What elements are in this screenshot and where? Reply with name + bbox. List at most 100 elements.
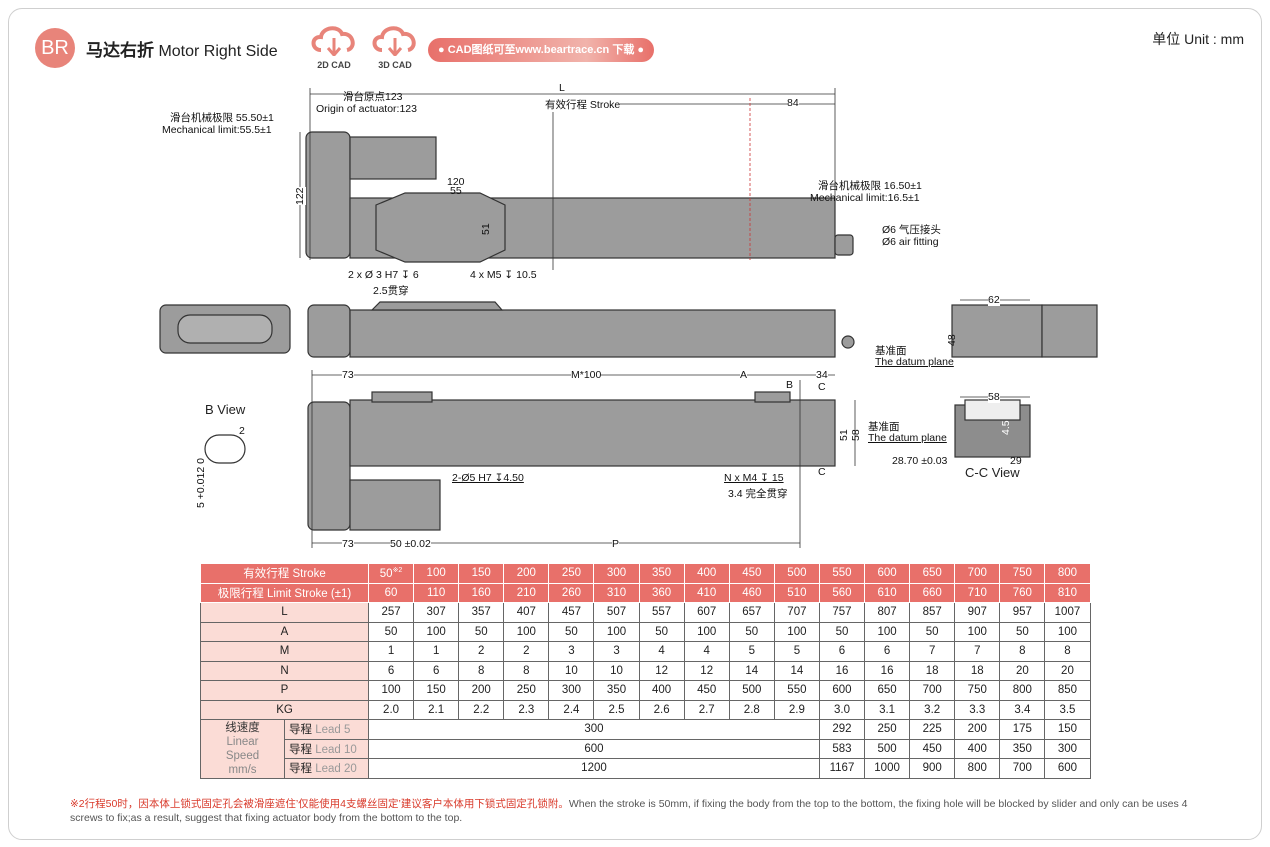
- speed-cell: 600: [1044, 758, 1091, 779]
- value-cell: 50: [909, 621, 956, 642]
- carriage-top: [375, 192, 506, 263]
- value-cell: 10: [593, 660, 640, 681]
- cad-3d-button[interactable]: 3D CAD: [369, 24, 421, 70]
- speed-merged-cell: 1200: [368, 758, 820, 779]
- mech-limit-right-en: Mechanical limit:16.5±1: [810, 192, 920, 204]
- value-cell: 2.2: [458, 699, 505, 720]
- value-cell: 800: [999, 680, 1046, 701]
- air-fitting: [834, 234, 854, 256]
- value-cell: 500: [728, 680, 775, 701]
- value-cell: 557: [638, 602, 685, 623]
- stroke-cell: 150: [458, 563, 505, 584]
- page-title: 马达右折 Motor Right Side: [86, 36, 278, 61]
- footnote-en: When the stroke is 50mm, if fixing the b…: [70, 798, 1188, 824]
- value-cell: 8: [458, 660, 505, 681]
- b-view-title: B View: [205, 402, 246, 417]
- cad-2d-button[interactable]: 2D CAD: [308, 24, 360, 70]
- value-cell: 2.0: [367, 699, 415, 720]
- speed-cell: 400: [954, 738, 1001, 759]
- value-cell: 957: [999, 602, 1046, 623]
- value-cell: 100: [593, 621, 640, 642]
- stroke-cell: 100: [413, 563, 460, 584]
- speed-merged-cell: 300: [368, 719, 820, 740]
- pin-hole-thru: 2.5贯穿: [373, 285, 409, 297]
- model-badge: BR: [35, 28, 75, 68]
- value-cell: 400: [638, 680, 685, 701]
- value-cell: 507: [593, 602, 640, 623]
- dim-50: 50 ±0.02: [390, 538, 431, 550]
- stroke-cell: 350: [638, 563, 685, 584]
- dim-62: 62: [988, 294, 1000, 306]
- speed-cell: 583: [818, 738, 866, 759]
- lead-label: 导程 Lead 5: [284, 719, 369, 740]
- m4-thru: 3.4 完全贯穿: [728, 488, 788, 500]
- value-cell: 3: [593, 641, 640, 662]
- value-cell: 6: [818, 641, 866, 662]
- lead-value: Lead 5: [312, 724, 351, 737]
- label-C-bottom: C: [818, 466, 826, 478]
- value-cell: 100: [954, 621, 1001, 642]
- cad-download-link[interactable]: ● CAD图纸可至www.beartrace.cn 下载 ●: [428, 38, 655, 62]
- value-cell: 10: [548, 660, 595, 681]
- stroke-cell: 550: [818, 563, 866, 584]
- value-cell: 2: [458, 641, 505, 662]
- limit-cell: 760: [999, 582, 1046, 603]
- lead-value: Lead 20: [312, 763, 357, 776]
- value-cell: 20: [1044, 660, 1091, 681]
- row-label: M: [200, 641, 369, 662]
- value-cell: 550: [773, 680, 820, 701]
- speed-cell: 1000: [864, 758, 911, 779]
- speed-cell: 900: [909, 758, 956, 779]
- dim-120: 120: [447, 176, 465, 188]
- limit-cell: 360: [638, 582, 685, 603]
- value-cell: 2.7: [683, 699, 730, 720]
- value-cell: 450: [683, 680, 730, 701]
- value-cell: 3.1: [864, 699, 911, 720]
- value-cell: 20: [999, 660, 1046, 681]
- dim-58-section: 58: [988, 391, 1000, 403]
- value-cell: 707: [773, 602, 820, 623]
- value-cell: 300: [548, 680, 595, 701]
- value-cell: 750: [954, 680, 1001, 701]
- value-cell: 50: [638, 621, 685, 642]
- dim-51-top: 51: [480, 223, 492, 235]
- rail-bottom: [349, 399, 836, 467]
- datum-en-2: The datum plane: [868, 432, 947, 444]
- stroke-cell: 650: [909, 563, 956, 584]
- value-cell: 200: [458, 680, 505, 701]
- dim-A: A: [740, 369, 748, 381]
- value-cell: 6: [864, 641, 911, 662]
- page-frame: [8, 8, 1262, 840]
- value-cell: 3.5: [1044, 699, 1091, 720]
- speed-cell: 350: [999, 738, 1046, 759]
- lead-value: Lead 10: [312, 743, 357, 756]
- mech-limit-right-cn: 滑台机械极限 16.50±1: [818, 180, 922, 192]
- value-cell: 6: [367, 660, 415, 681]
- value-cell: 2.6: [638, 699, 685, 720]
- value-cell: 600: [818, 680, 866, 701]
- value-cell: 5: [728, 641, 775, 662]
- value-cell: 2.4: [548, 699, 595, 720]
- value-cell: 100: [503, 621, 550, 642]
- stroke-cell: 250: [548, 563, 595, 584]
- limit-cell: 260: [548, 582, 595, 603]
- bracket-right: [754, 391, 791, 403]
- technical-drawing: [159, 88, 1098, 548]
- value-cell: 457: [548, 602, 595, 623]
- value-cell: 4: [683, 641, 730, 662]
- value-cell: 14: [773, 660, 820, 681]
- pin-hole-spec: 2 x Ø 3 H7 ↧ 6: [348, 269, 419, 281]
- value-cell: 7: [909, 641, 956, 662]
- value-cell: 12: [683, 660, 730, 681]
- air-fitting-cn: Ø6 气压接头: [882, 224, 941, 236]
- dim-84: 84: [787, 97, 799, 109]
- cc-view-title: C-C View: [965, 465, 1020, 480]
- value-cell: 14: [728, 660, 775, 681]
- value-cell: 50: [458, 621, 505, 642]
- value-cell: 1: [413, 641, 460, 662]
- row-label: P: [200, 680, 369, 701]
- value-cell: 100: [1044, 621, 1091, 642]
- value-cell: 257: [367, 602, 415, 623]
- speed-cell: 1167: [818, 758, 866, 779]
